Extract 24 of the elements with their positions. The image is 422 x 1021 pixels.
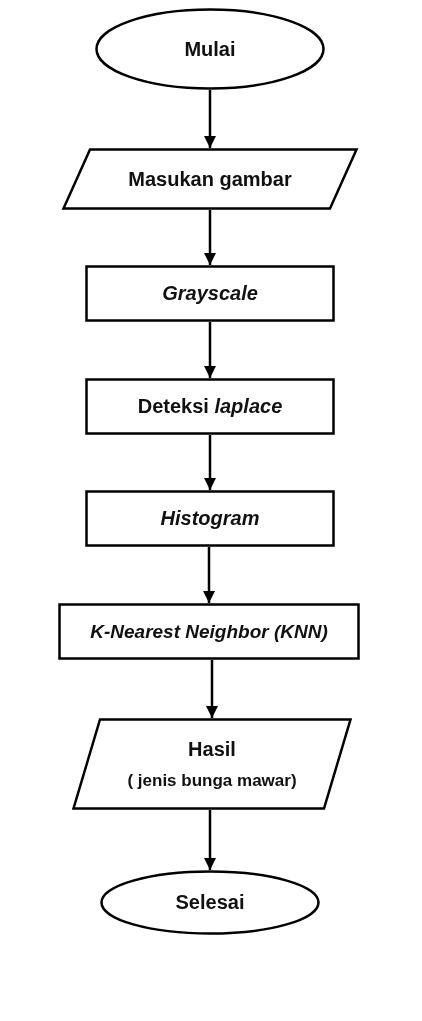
process-box — [85, 378, 335, 435]
start-terminal — [95, 8, 325, 90]
arrow — [202, 547, 216, 603]
node-label: K-Nearest Neighbor (KNN) — [90, 620, 328, 643]
node-label: Histogram — [160, 507, 260, 530]
process-box — [58, 603, 360, 660]
arrow — [205, 660, 219, 718]
node-label: Masukan gambar — [128, 167, 292, 191]
node-label: Hasil — [188, 737, 236, 761]
process-box — [85, 265, 335, 322]
node-note: ( jenis bunga mawar) — [127, 770, 297, 791]
arrow — [203, 435, 217, 490]
arrow — [203, 322, 217, 378]
arrow — [203, 810, 217, 870]
node-label: Selesai — [175, 891, 245, 914]
process-box — [85, 490, 335, 547]
arrow — [203, 210, 217, 265]
node-label: Deteksi laplace — [137, 395, 283, 418]
output-parallelogram — [72, 718, 352, 810]
end-terminal — [100, 870, 320, 935]
input-parallelogram — [62, 148, 358, 210]
node-label: Grayscale — [162, 282, 258, 305]
arrow — [203, 90, 217, 148]
node-label: Mulai — [184, 37, 236, 61]
